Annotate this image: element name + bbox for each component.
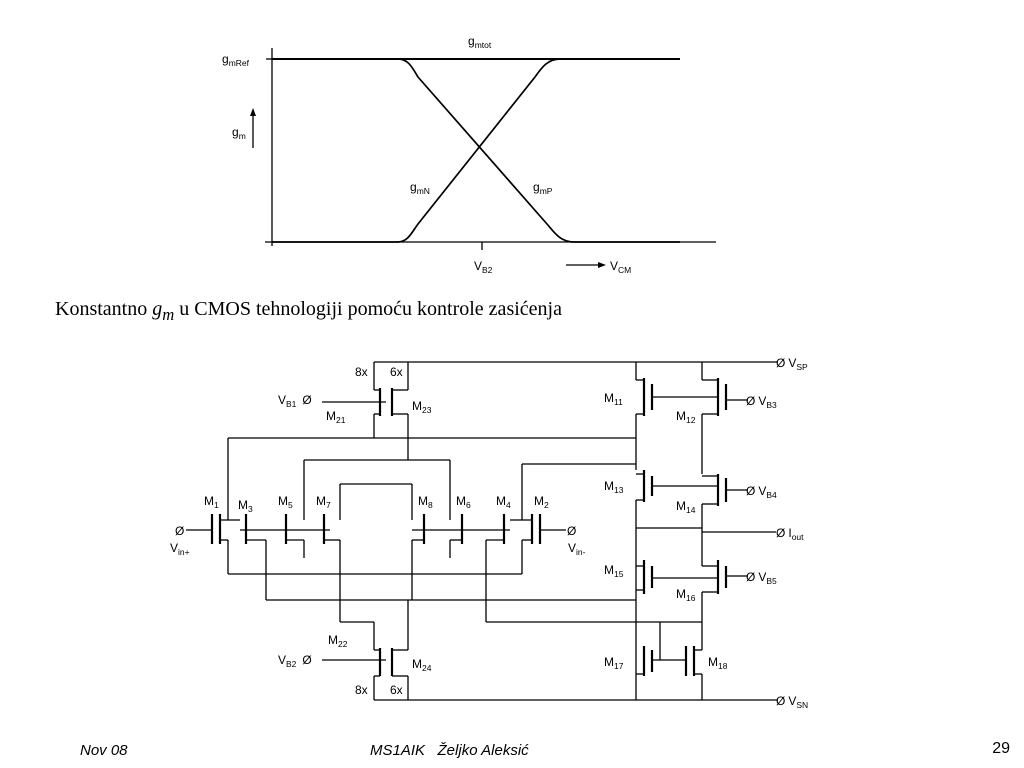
caption: Konstantno gm u CMOS tehnologiji pomoću … <box>55 298 562 325</box>
label-m4: M4 <box>496 494 511 510</box>
gm-arrowhead <box>250 108 256 116</box>
vinn-label: Vin- <box>568 541 586 557</box>
ratio-top-right: 6x <box>390 365 403 379</box>
ratio-bot-left: 8x <box>355 683 368 697</box>
ratio-top-left: 8x <box>355 365 368 379</box>
vb2-axis-label: VB2 <box>474 259 493 275</box>
caption-g: g <box>152 298 163 320</box>
label-m7: M7 <box>316 494 331 510</box>
vcm-axis-label: VCM <box>610 259 631 275</box>
label-m14: M14 <box>676 499 696 515</box>
label-m17: M17 <box>604 655 624 671</box>
vinp-node: Ø <box>175 524 184 538</box>
label-m22: M22 <box>328 633 348 649</box>
label-m24: M24 <box>412 657 432 673</box>
vcm-arrowhead <box>598 262 606 268</box>
vinp-label: Vin+ <box>170 541 190 557</box>
footer-author: MS1AIK Željko Aleksić <box>370 742 529 759</box>
label-m12: M12 <box>676 409 696 425</box>
label-m18: M18 <box>708 655 728 671</box>
vinn-node: Ø <box>567 524 576 538</box>
label-m1: M1 <box>204 494 219 510</box>
gmp-label: gmP <box>533 180 553 196</box>
footer-date: Nov 08 <box>80 742 128 759</box>
gm-axis-label: gm <box>232 125 246 141</box>
label-m15: M15 <box>604 563 624 579</box>
input-transistors <box>186 514 702 623</box>
label-m16: M16 <box>676 587 696 603</box>
label-m13: M13 <box>604 479 624 495</box>
gmtot-label: gmtot <box>468 34 492 50</box>
gmn-label: gmN <box>410 180 430 196</box>
caption-pre: Konstantno <box>55 298 153 320</box>
ratio-bot-right: 6x <box>390 683 403 697</box>
label-m2: M2 <box>534 494 549 510</box>
label-m3: M3 <box>238 498 253 514</box>
page-number: 29 <box>992 740 1010 757</box>
label-m5: M5 <box>278 494 293 510</box>
label-m11: M11 <box>604 391 623 407</box>
gm-plot: gmRef gmtot gm gmN gmP VB2 VCM <box>222 34 716 275</box>
label-m8: M8 <box>418 494 433 510</box>
cascode-branch <box>635 362 776 700</box>
label-m23: M23 <box>412 399 432 415</box>
label-m21: M21 <box>326 409 346 425</box>
gmp-curve <box>272 58 680 243</box>
label-m6: M6 <box>456 494 471 510</box>
caption-m: m <box>162 305 175 324</box>
caption-post: u CMOS tehnologiji pomoću kontrole zasić… <box>174 298 562 320</box>
gmn-curve <box>272 58 680 243</box>
gmref-label: gmRef <box>222 52 250 68</box>
